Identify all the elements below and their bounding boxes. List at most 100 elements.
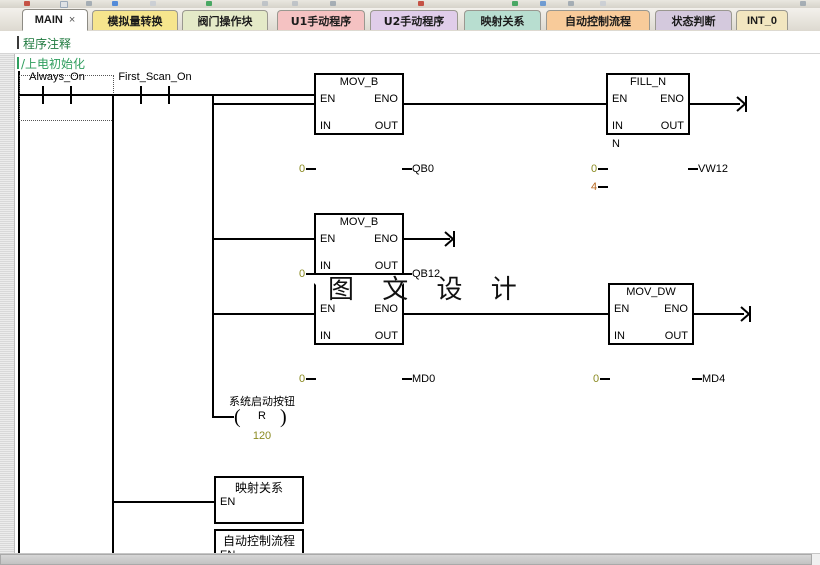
subroutine-call-auto-control-flow[interactable]: 自动控制流程 EN — [214, 529, 304, 554]
comment-divider — [0, 53, 820, 54]
tab-label: 自动控制流程 — [565, 14, 631, 28]
block-mov-dw-1-in-value[interactable]: 0 — [593, 373, 600, 385]
contact-first-scan-on[interactable]: First_Scan_On — [118, 71, 192, 104]
pin-en: EN — [320, 93, 336, 105]
tab-analog-conversion[interactable]: 模拟量转换 — [92, 10, 178, 30]
coil-system-start-button-reset[interactable]: 系统启动按钮 ( R ) 120 — [229, 395, 295, 442]
block-fill-n-1-in-value[interactable]: 0 — [591, 163, 598, 175]
wire-fill-n-n — [598, 186, 608, 188]
tab-int-0[interactable]: INT_0 — [736, 10, 788, 30]
block-mov-b-2-out-value[interactable]: QB12 — [412, 268, 441, 280]
save-icon[interactable] — [60, 1, 68, 8]
upload-icon[interactable] — [292, 1, 298, 6]
pin-out: OUT — [664, 330, 688, 342]
contact-label: First_Scan_On — [118, 71, 192, 83]
zoom-icon[interactable] — [540, 1, 546, 6]
block-fill-n-1-out-value[interactable]: VW12 — [698, 163, 728, 175]
coil-address[interactable]: 120 — [252, 430, 272, 442]
pin-out: OUT — [374, 260, 398, 272]
branch-rail-always-on — [112, 94, 114, 554]
block-mov-dw-hidden[interactable]: EN ENO IN OUT — [314, 283, 404, 345]
pin-eno: ENO — [374, 233, 398, 245]
pin-in: IN — [614, 330, 625, 342]
tab-label: 映射关系 — [480, 14, 525, 28]
wire-row2-eno-tail — [402, 238, 450, 240]
horizontal-scrollbar[interactable] — [0, 553, 820, 565]
monitor-icon[interactable] — [512, 1, 518, 6]
open-icon[interactable] — [24, 1, 30, 6]
copy-icon[interactable] — [112, 1, 118, 6]
settings-icon[interactable] — [800, 1, 806, 6]
block-mov-dw-1[interactable]: MOV_DW EN ENO IN OUT — [608, 283, 694, 345]
pin-in: IN — [320, 260, 331, 272]
wire-mov-b-2-in — [306, 273, 316, 275]
paste-icon[interactable] — [150, 1, 156, 6]
block-mov-dw-hidden-out-value[interactable]: MD0 — [412, 373, 436, 385]
contact-label: Always_On — [29, 71, 85, 83]
editor-tab-strip: MAIN × 模拟量转换 阀门操作块 U1手动程序 U2手动程序 映射关系 自动… — [0, 8, 820, 32]
block-mov-b-1-out-value[interactable]: QB0 — [412, 163, 435, 175]
watermark-text: 图 文 设 计 — [328, 275, 527, 305]
close-icon[interactable]: × — [68, 14, 76, 26]
run-icon[interactable] — [330, 1, 336, 6]
ladder-canvas[interactable]: 程序注释 /上电初始化 Always_On First_Scan_On — [0, 31, 820, 554]
block-mov-b-2[interactable]: MOV_B EN ENO IN OUT — [314, 213, 404, 275]
tab-status-judgement[interactable]: 状态判断 — [655, 10, 732, 30]
grid-icon[interactable] — [568, 1, 574, 6]
wire-fill-n-out — [688, 168, 698, 170]
tab-label: U2手动程序 — [383, 14, 445, 28]
wire-row2-en — [212, 238, 314, 240]
block-mov-dw-hidden-in-value[interactable]: 0 — [299, 373, 306, 385]
block-mov-b-1-in-value[interactable]: 0 — [299, 163, 306, 175]
wire-coil-branch — [212, 416, 234, 418]
pin-en: EN — [220, 496, 236, 508]
eno-terminator-arrow-row1 — [736, 96, 747, 112]
coil-paren-right: ) — [280, 406, 287, 428]
tab-valve-operation-block[interactable]: 阀门操作块 — [182, 10, 268, 30]
tab-mapping-relation[interactable]: 映射关系 — [464, 10, 541, 30]
coil-label: 系统启动按钮 — [229, 395, 295, 408]
block-fill-n-1[interactable]: FILL_N EN ENO IN OUT N — [606, 73, 690, 150]
wire-mov-b-2-out — [402, 273, 412, 275]
tab-auto-control-flow[interactable]: 自动控制流程 — [546, 10, 650, 30]
pin-eno: ENO — [660, 93, 684, 105]
wire-row1-en — [212, 103, 314, 105]
block-mov-b-1[interactable]: MOV_B EN ENO IN OUT — [314, 73, 404, 135]
tab-u1-manual-program[interactable]: U1手动程序 — [277, 10, 365, 30]
pin-en: EN — [320, 303, 336, 315]
tab-u2-manual-program[interactable]: U2手动程序 — [370, 10, 458, 30]
network-comment[interactable]: /上电初始化 — [21, 57, 86, 71]
contact-bar-right — [168, 86, 170, 104]
program-comment[interactable]: 程序注释 — [23, 37, 72, 51]
scrollbar-thumb[interactable] — [0, 554, 812, 565]
block-mov-b-2-in-value[interactable]: 0 — [299, 268, 306, 280]
branch-rail-first-scan — [212, 94, 214, 416]
compile-icon[interactable] — [206, 1, 212, 6]
eno-terminator-arrow-row3 — [740, 306, 751, 322]
cut-icon[interactable] — [86, 1, 92, 6]
block-mov-dw-1-out-value[interactable]: MD4 — [702, 373, 726, 385]
contact-bar-left — [42, 86, 44, 104]
wire-row1-eno-to-fill — [402, 103, 606, 105]
contact-bar-right — [70, 86, 72, 104]
pin-eno: ENO — [374, 303, 398, 315]
rung-wire-main — [18, 94, 314, 96]
block-fill-n-1-n-value[interactable]: 4 — [591, 181, 598, 193]
pin-en: EN — [320, 233, 336, 245]
tab-main[interactable]: MAIN × — [22, 9, 88, 31]
subroutine-title: 映射关系 — [234, 481, 283, 495]
pin-out: OUT — [660, 120, 684, 132]
eno-terminator-arrow-row2 — [444, 231, 455, 247]
block-title: MOV_B — [339, 76, 379, 88]
wire-mov-b-1-in — [306, 168, 316, 170]
pin-n: N — [612, 138, 620, 150]
subroutine-call-mapping-relation[interactable]: 映射关系 EN — [214, 476, 304, 524]
wire-row3-eno-to-movdw — [402, 313, 608, 315]
download-icon[interactable] — [262, 1, 268, 6]
stop-icon[interactable] — [418, 1, 424, 6]
help-icon[interactable] — [600, 1, 606, 6]
contact-always-on[interactable]: Always_On — [29, 71, 85, 104]
tab-label: 模拟量转换 — [107, 14, 163, 28]
wire-row3-en — [212, 313, 314, 315]
